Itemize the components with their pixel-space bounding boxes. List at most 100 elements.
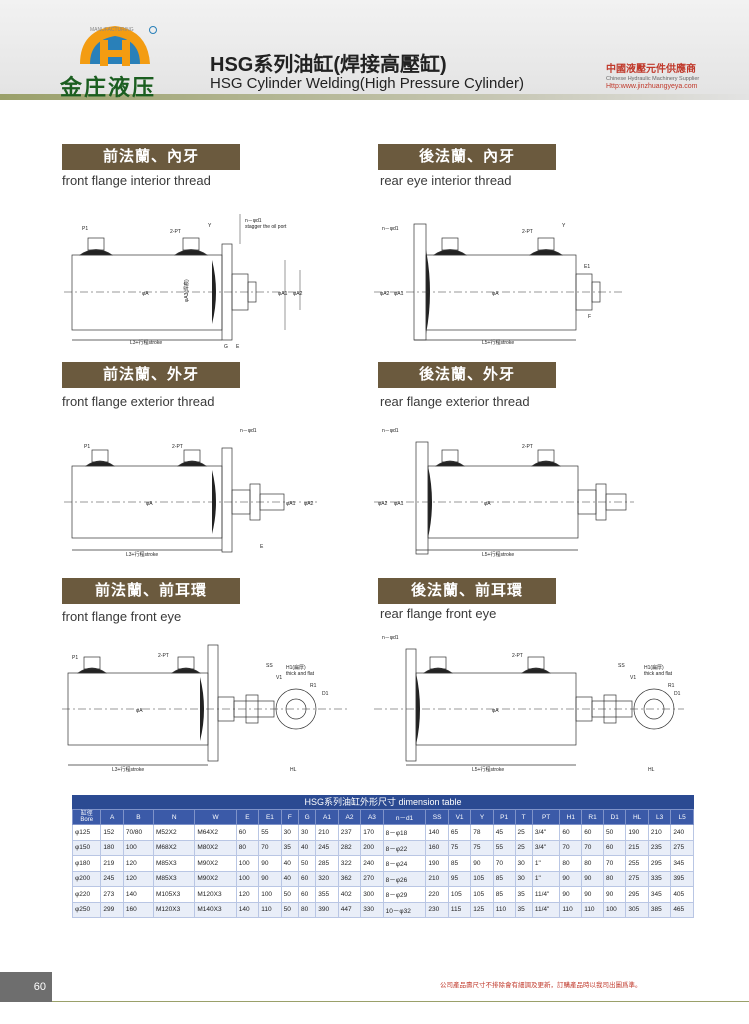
table-cell: 170 (360, 824, 384, 841)
table-cell: 105 (470, 886, 494, 903)
label-phi-a-rear-eye: φA (492, 708, 499, 714)
logo-text: 金庄液压 (59, 75, 156, 100)
label-phi-a: φA (142, 291, 149, 297)
table-cell: 110 (492, 901, 516, 918)
table-cell: 30 (514, 855, 533, 872)
label-pt-rear-ext: 2-PT (522, 444, 533, 450)
label-pt: 2-PT (170, 229, 181, 235)
table-cell: 90 (470, 855, 494, 872)
table-cell: 275 (625, 870, 649, 887)
table-cell: 270 (360, 870, 384, 887)
table-cell: M85X3 (152, 870, 196, 887)
table-cell: 322 (337, 855, 362, 872)
supplier-url[interactable]: Http:www.jinzhuangyeya.com (606, 83, 698, 90)
section-sub-front-exterior: front flange exterior thread (62, 394, 215, 409)
table-cell: 30 (297, 824, 317, 841)
table-cell: 295 (625, 886, 649, 903)
column-header: A1 (315, 809, 339, 825)
label-oil-port: n－φd1 (245, 218, 262, 224)
label-h1-en-rear-eye: thick and flat (644, 671, 673, 677)
table-cell: 285 (315, 855, 339, 872)
column-header: PT (531, 809, 561, 825)
table-cell: 120 (122, 870, 155, 887)
column-header: W (194, 809, 237, 825)
table-cell: 60 (581, 824, 604, 841)
column-header: V1 (447, 809, 472, 825)
page-title-en: HSG Cylinder Welding(High Pressure Cylin… (210, 75, 524, 92)
label-p1-eye: P1 (72, 655, 78, 661)
label-y-rear: Y (562, 223, 566, 229)
column-header: E (235, 809, 260, 825)
table-cell: 90 (581, 886, 604, 903)
table-cell: 75 (447, 839, 472, 856)
table-cell: 85 (492, 870, 516, 887)
table-cell: 60 (297, 886, 317, 903)
table-cell: 75 (470, 839, 494, 856)
section-sub-front-interior: front flange interior thread (62, 173, 211, 188)
table-cell: 55 (492, 839, 516, 856)
table-cell: 50 (280, 886, 299, 903)
label-l3-stroke-eye: L3+行程stroke (112, 766, 144, 773)
table-cell: 90 (258, 855, 282, 872)
label-h1-en-eye: thick and flat (286, 671, 315, 677)
column-header: E1 (258, 809, 282, 825)
column-header: A (100, 809, 124, 825)
table-cell: 30 (280, 824, 299, 841)
table-cell: 70/80 (122, 824, 155, 841)
table-cell: 100 (258, 886, 282, 903)
label-pt-rear-eye: 2-PT (512, 653, 523, 659)
supplier-cn: 中國液壓元件供應商 (606, 64, 696, 75)
table-cell: 282 (337, 839, 362, 856)
label-ss-rear-eye: SS (618, 663, 625, 669)
table-cell: M64X2 (194, 824, 237, 841)
column-header: A2 (337, 809, 362, 825)
section-label-rear-front-eye: 後法蘭、前耳環 (378, 578, 556, 604)
table-cell: 345 (647, 886, 672, 903)
table-cell: 220 (425, 886, 449, 903)
label-v1-eye: V1 (276, 675, 282, 681)
label-phi-a3: φA3(焊痕) (183, 279, 190, 302)
section-sub-front-eye: front flange front eye (62, 609, 182, 624)
table-cell: 237 (337, 824, 362, 841)
column-header: HL (625, 809, 649, 825)
table-cell: M90X2 (194, 855, 237, 872)
label-phi-a-ext: φA (146, 501, 153, 507)
label-e: E (236, 344, 240, 350)
table-cell: 100 (122, 839, 155, 856)
column-header: Y (470, 809, 494, 825)
table-cell: 210 (315, 824, 339, 841)
table-cell: M120X3 (152, 901, 196, 918)
table-cell: 35 (514, 901, 533, 918)
table-cell: 78 (470, 824, 494, 841)
column-header: F (280, 809, 299, 825)
table-cell: 405 (670, 886, 694, 903)
table-cell: 1" (531, 855, 561, 872)
label-y: Y (208, 223, 212, 229)
table-cell: 95 (447, 870, 472, 887)
table-cell: 335 (647, 870, 672, 887)
label-f-rear: F (588, 314, 591, 320)
label-r1-eye: R1 (310, 683, 317, 689)
table-cell: 245 (315, 839, 339, 856)
table-cell: 8－φ18 (382, 824, 427, 841)
table-cell: 273 (100, 886, 124, 903)
dimension-table-title: HSG系列油缸外形尺寸 dimension table (72, 795, 694, 809)
label-l5-stroke: L5+行程stroke (482, 339, 514, 346)
label-phi-a-rear: φA (492, 291, 499, 297)
table-cell: 215 (625, 839, 649, 856)
table-cell: 70 (602, 855, 627, 872)
table-cell: 80 (602, 870, 627, 887)
section-label-front-interior: 前法蘭、內牙 (62, 144, 240, 170)
table-cell: 90 (559, 886, 583, 903)
table-cell: 210 (647, 824, 672, 841)
section-sub-rear-front-eye: rear flange front eye (380, 606, 497, 621)
table-cell: 110 (258, 901, 282, 918)
table-cell: 447 (337, 901, 362, 918)
table-cell: φ125 (71, 824, 102, 841)
section-label-rear-interior: 後法蘭、內牙 (378, 144, 556, 170)
